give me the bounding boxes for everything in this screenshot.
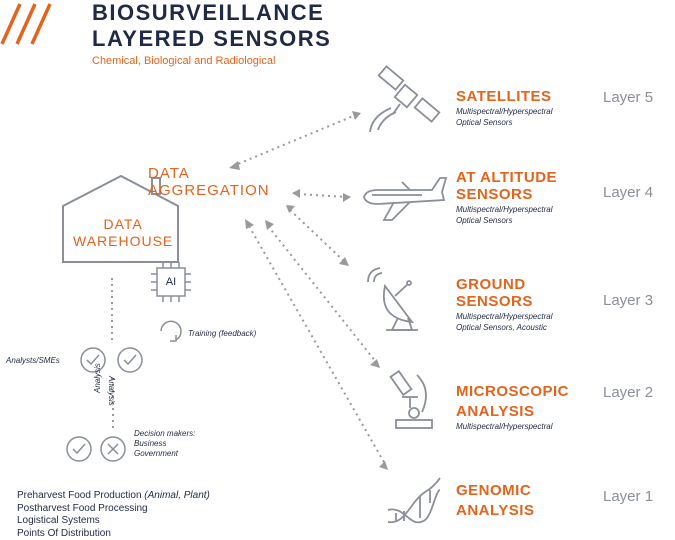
layer-microscopic: MICROSCOPIC ANALYSIS Multispectral/Hyper…	[456, 383, 569, 432]
use-case-italic: (Animal, Plant)	[144, 490, 210, 501]
use-case-item: Logistical Systems	[17, 515, 210, 528]
analysts-label: Analysts/SMEs	[6, 356, 60, 366]
dna-icon	[388, 478, 440, 522]
data-aggregation-label: DATA AGGREGATION	[148, 165, 270, 199]
layer-sub-line: Multispectral/Hyperspectral	[456, 421, 569, 432]
layer-genomic: GENOMIC ANALYSIS	[456, 482, 534, 519]
decision-makers-line-2: Business	[134, 439, 195, 449]
decision-makers-label: Decision makers: Business Government	[134, 429, 195, 459]
use-case-item: Postharvest Food Processing	[17, 503, 210, 516]
layer-title: ANALYSIS	[456, 403, 569, 420]
layer-subtitle: Multispectral/Hyperspectral Optical Sens…	[456, 106, 552, 128]
logo-slashes	[2, 4, 50, 44]
airplane-icon	[364, 178, 446, 220]
layer-at-altitude: AT ALTITUDE SENSORS Multispectral/Hypers…	[456, 169, 557, 226]
page-subtitle: Chemical, Biological and Radiological	[92, 55, 275, 67]
layer-title: SENSORS	[456, 186, 557, 203]
layer-sub-line: Optical Sensors, Acoustic	[456, 322, 552, 333]
layer-sub-line: Optical Sensors	[456, 215, 557, 226]
use-case-text: Preharvest Food Production	[17, 490, 144, 501]
check-icon	[118, 348, 142, 372]
layer-number: Layer 5	[603, 89, 653, 106]
refresh-icon	[161, 321, 181, 341]
page-title: BIOSURVEILLANCE LAYERED SENSORS	[92, 0, 331, 52]
satellite-dish-icon	[368, 268, 418, 330]
use-case-item: Preharvest Food Production (Animal, Plan…	[17, 490, 210, 503]
use-case-item: Points Of Distribution	[17, 528, 210, 540]
training-label: Training (feedback)	[188, 329, 256, 339]
warehouse-line-1: DATA	[73, 216, 173, 233]
layer-ground-sensors: GROUND SENSORS Multispectral/Hyperspectr…	[456, 276, 552, 333]
layer-title: AT ALTITUDE	[456, 169, 557, 186]
check-icon	[67, 437, 91, 461]
layer-title: ANALYSIS	[456, 502, 534, 519]
aggregation-line-2: AGGREGATION	[148, 182, 270, 199]
layer-subtitle: Multispectral/Hyperspectral Optical Sens…	[456, 311, 552, 333]
layer-title: SATELLITES	[456, 88, 552, 105]
layer-sub-line: Optical Sensors	[456, 117, 552, 128]
layer-number: Layer 3	[603, 292, 653, 309]
layer-subtitle: Multispectral/Hyperspectral Optical Sens…	[456, 204, 557, 226]
decision-makers-line-3: Government	[134, 449, 195, 459]
layer-number: Layer 4	[603, 184, 653, 201]
data-warehouse-label: DATA WAREHOUSE	[73, 216, 173, 250]
analysis-label-left: Analysis	[93, 363, 103, 393]
cross-icon	[101, 437, 125, 461]
satellite-icon	[370, 66, 439, 132]
title-line-2: LAYERED SENSORS	[92, 26, 331, 52]
layer-title: GROUND	[456, 276, 552, 293]
layer-sub-line: Multispectral/Hyperspectral	[456, 204, 557, 215]
layer-subtitle: Multispectral/Hyperspectral	[456, 421, 569, 432]
analysis-label-right: Analysis	[106, 376, 116, 406]
decision-makers-line-1: Decision makers:	[134, 429, 195, 439]
layer-title: GENOMIC	[456, 482, 534, 499]
layer-sub-line: Multispectral/Hyperspectral	[456, 311, 552, 322]
use-case-list: Preharvest Food Production (Animal, Plan…	[17, 490, 210, 540]
layer-number: Layer 1	[603, 488, 653, 505]
layer-number: Layer 2	[603, 384, 653, 401]
layer-title: MICROSCOPIC	[456, 383, 569, 400]
layer-satellites: SATELLITES Multispectral/Hyperspectral O…	[456, 88, 552, 128]
ai-label: AI	[163, 276, 179, 288]
warehouse-line-2: WAREHOUSE	[73, 233, 173, 250]
layer-sub-line: Multispectral/Hyperspectral	[456, 106, 552, 117]
microscope-icon	[391, 371, 432, 428]
aggregation-line-1: DATA	[148, 165, 270, 182]
layer-title: SENSORS	[456, 293, 552, 310]
title-line-1: BIOSURVEILLANCE	[92, 0, 331, 26]
